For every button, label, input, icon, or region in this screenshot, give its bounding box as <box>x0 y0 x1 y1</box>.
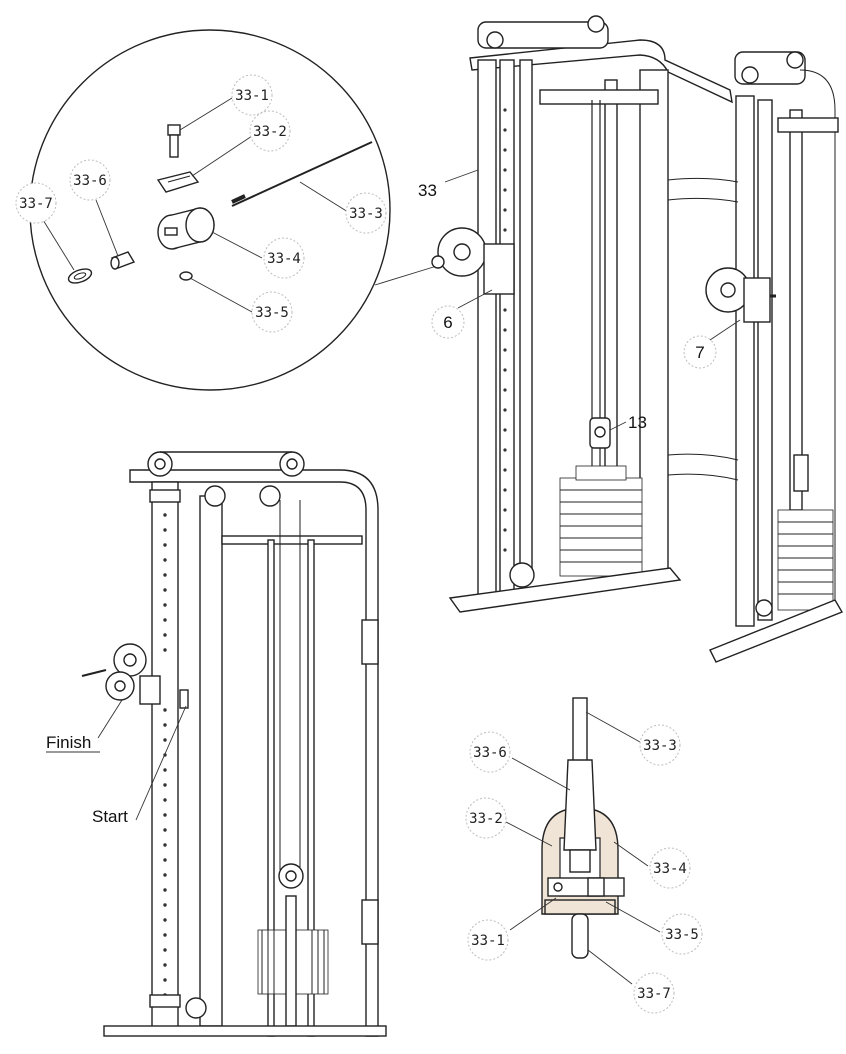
callout-33-1: 33-1 <box>235 88 269 104</box>
label-7: 7 <box>695 343 704 362</box>
callout-33-3: 33-3 <box>349 206 383 222</box>
section-callout-33-4: 33-4 <box>653 861 687 877</box>
sleeve-part <box>110 251 136 270</box>
left-weight-stack <box>559 465 643 577</box>
section-callout-33-5: 33-5 <box>665 927 699 943</box>
section-callout-33-6: 33-6 <box>473 745 507 761</box>
left-upright-holes <box>503 108 507 552</box>
side-upright-holes <box>163 513 167 997</box>
clip-part <box>156 171 200 193</box>
screw-part <box>167 124 181 158</box>
housing-part <box>157 207 215 250</box>
label-start: Start <box>92 807 128 826</box>
section-view: 33-3 33-6 33-2 33-4 33-5 33-1 33-7 <box>465 697 703 1014</box>
section-callout-33-7: 33-7 <box>637 986 671 1002</box>
callout-33-2: 33-2 <box>253 124 287 140</box>
label-6: 6 <box>443 313 452 332</box>
callout-33-5: 33-5 <box>255 305 289 321</box>
washer-part <box>179 271 193 281</box>
link-part <box>67 268 93 284</box>
label-finish: Finish <box>46 733 91 752</box>
section-callout-33-2: 33-2 <box>469 811 503 827</box>
machine-3d-view: 33 6 7 13 <box>418 15 844 663</box>
callout-33-6: 33-6 <box>73 173 107 189</box>
exploded-detail-view: 33-1 33-2 33-3 33-4 33-5 33-6 33-7 <box>15 29 441 391</box>
side-weight-stack <box>257 895 329 1027</box>
machine-side-view: Finish Start <box>46 451 387 1037</box>
label-33: 33 <box>418 181 437 200</box>
section-callout-33-3: 33-3 <box>643 738 677 754</box>
callout-33-4: 33-4 <box>267 251 301 267</box>
right-weight-stack <box>777 509 834 611</box>
section-callout-33-1: 33-1 <box>471 933 505 949</box>
label-13: 13 <box>628 413 647 432</box>
callout-33-7: 33-7 <box>19 196 53 212</box>
